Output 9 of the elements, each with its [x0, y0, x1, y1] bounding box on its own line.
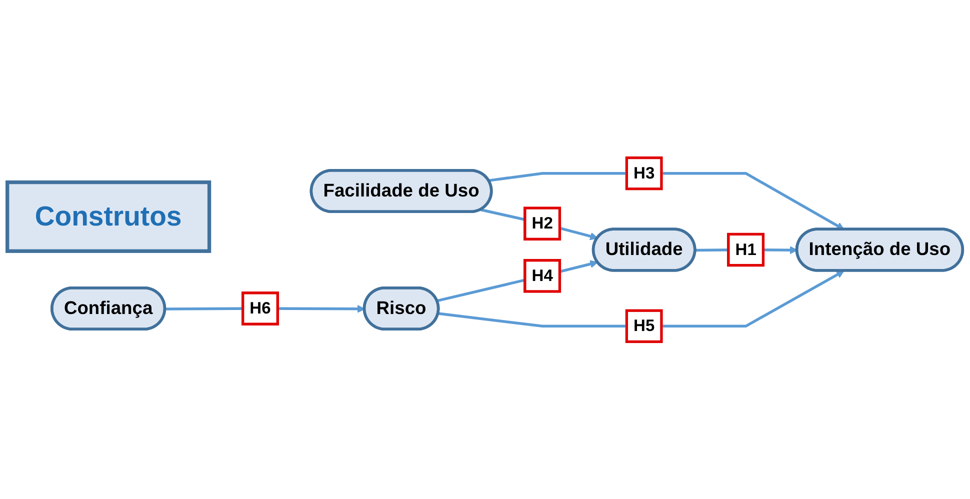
- edge-label: H6: [250, 298, 271, 317]
- arrow: [438, 270, 844, 328]
- arrow: [488, 172, 844, 230]
- edge-label: H1: [735, 240, 756, 258]
- edge-label: H3: [634, 163, 655, 182]
- edge-label: H4: [532, 266, 553, 284]
- node-box: Construtos: [6, 180, 212, 253]
- edge-label: H2: [532, 214, 553, 232]
- edge-label: H5: [634, 316, 655, 335]
